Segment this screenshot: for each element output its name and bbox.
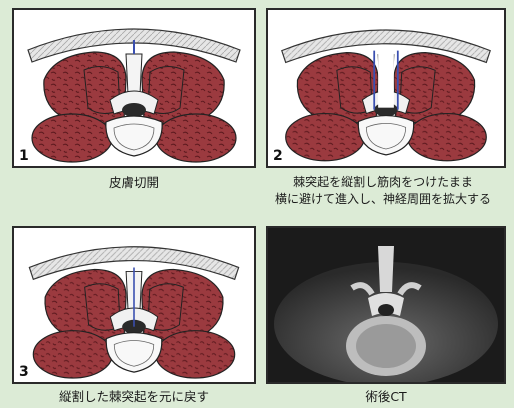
panel-restore-spinous: 3 bbox=[12, 226, 256, 384]
panel-number: 3 bbox=[19, 364, 29, 380]
panel-split-spinous: 2 bbox=[266, 8, 506, 168]
panel-number: 2 bbox=[273, 148, 283, 164]
caption-restore: 縦割した棘突起を元に戻す bbox=[12, 388, 256, 405]
panel-skin-incision: 1 bbox=[12, 8, 256, 168]
caption-postop-ct: 術後CT bbox=[266, 388, 506, 405]
caption-line-1: 棘突起を縦割し筋肉をつけたまま bbox=[252, 174, 514, 191]
panel-number: 1 bbox=[19, 148, 29, 164]
ct-image bbox=[268, 228, 504, 382]
caption-split-approach: 棘突起を縦割し筋肉をつけたまま 横に避けて進入し、神経周囲を拡大する bbox=[252, 174, 514, 208]
caption-skin-incision: 皮膚切開 bbox=[12, 174, 256, 191]
panel-postop-ct bbox=[266, 226, 506, 384]
caption-line-2: 横に避けて進入し、神経周囲を拡大する bbox=[252, 191, 514, 208]
